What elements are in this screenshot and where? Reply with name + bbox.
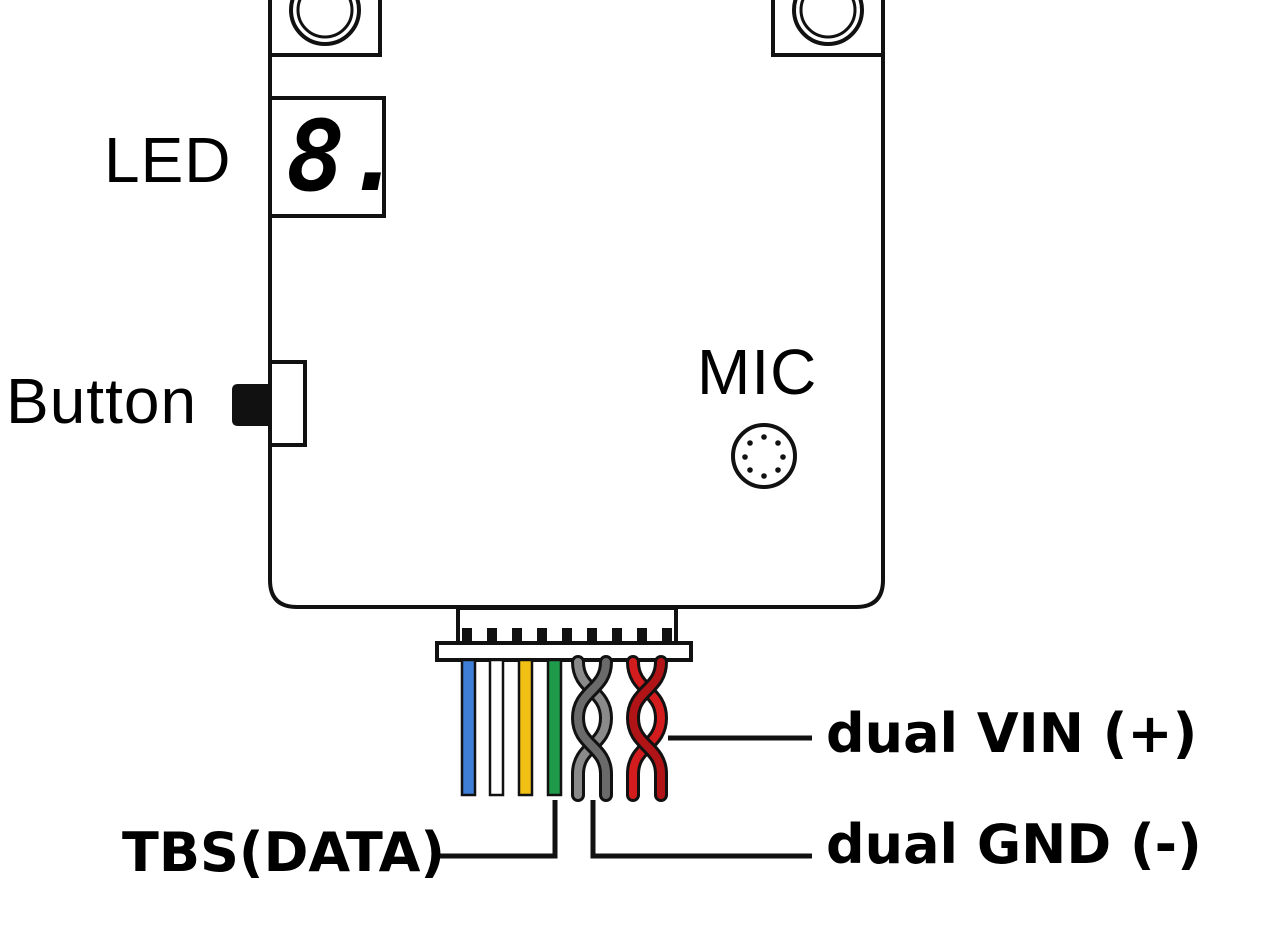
led-digit-readout: 8. xyxy=(286,100,405,214)
vin-label: dual VIN (+) xyxy=(826,702,1198,765)
module-body xyxy=(268,0,885,609)
leader-line-gnd xyxy=(590,800,812,859)
gnd-label: dual GND (-) xyxy=(826,813,1202,876)
mic-icon xyxy=(731,423,797,489)
button-label: Button xyxy=(6,365,198,437)
mic-label: MIC xyxy=(697,336,818,408)
wire-white xyxy=(488,658,505,797)
side-button[interactable] xyxy=(232,360,307,447)
leader-line-tbs xyxy=(440,800,558,859)
led-label: LED xyxy=(104,124,232,196)
wire-gray-twisted xyxy=(570,655,614,802)
wire-red-twisted xyxy=(625,655,669,802)
led-display xyxy=(268,96,386,218)
tbs-label: TBS(DATA) xyxy=(122,821,446,884)
mount-tab-left xyxy=(268,0,382,57)
wire-connector xyxy=(435,606,693,662)
wire-green xyxy=(546,658,563,797)
wire-yellow xyxy=(517,658,534,797)
wire-blue xyxy=(460,658,477,797)
mount-tab-right xyxy=(771,0,885,57)
